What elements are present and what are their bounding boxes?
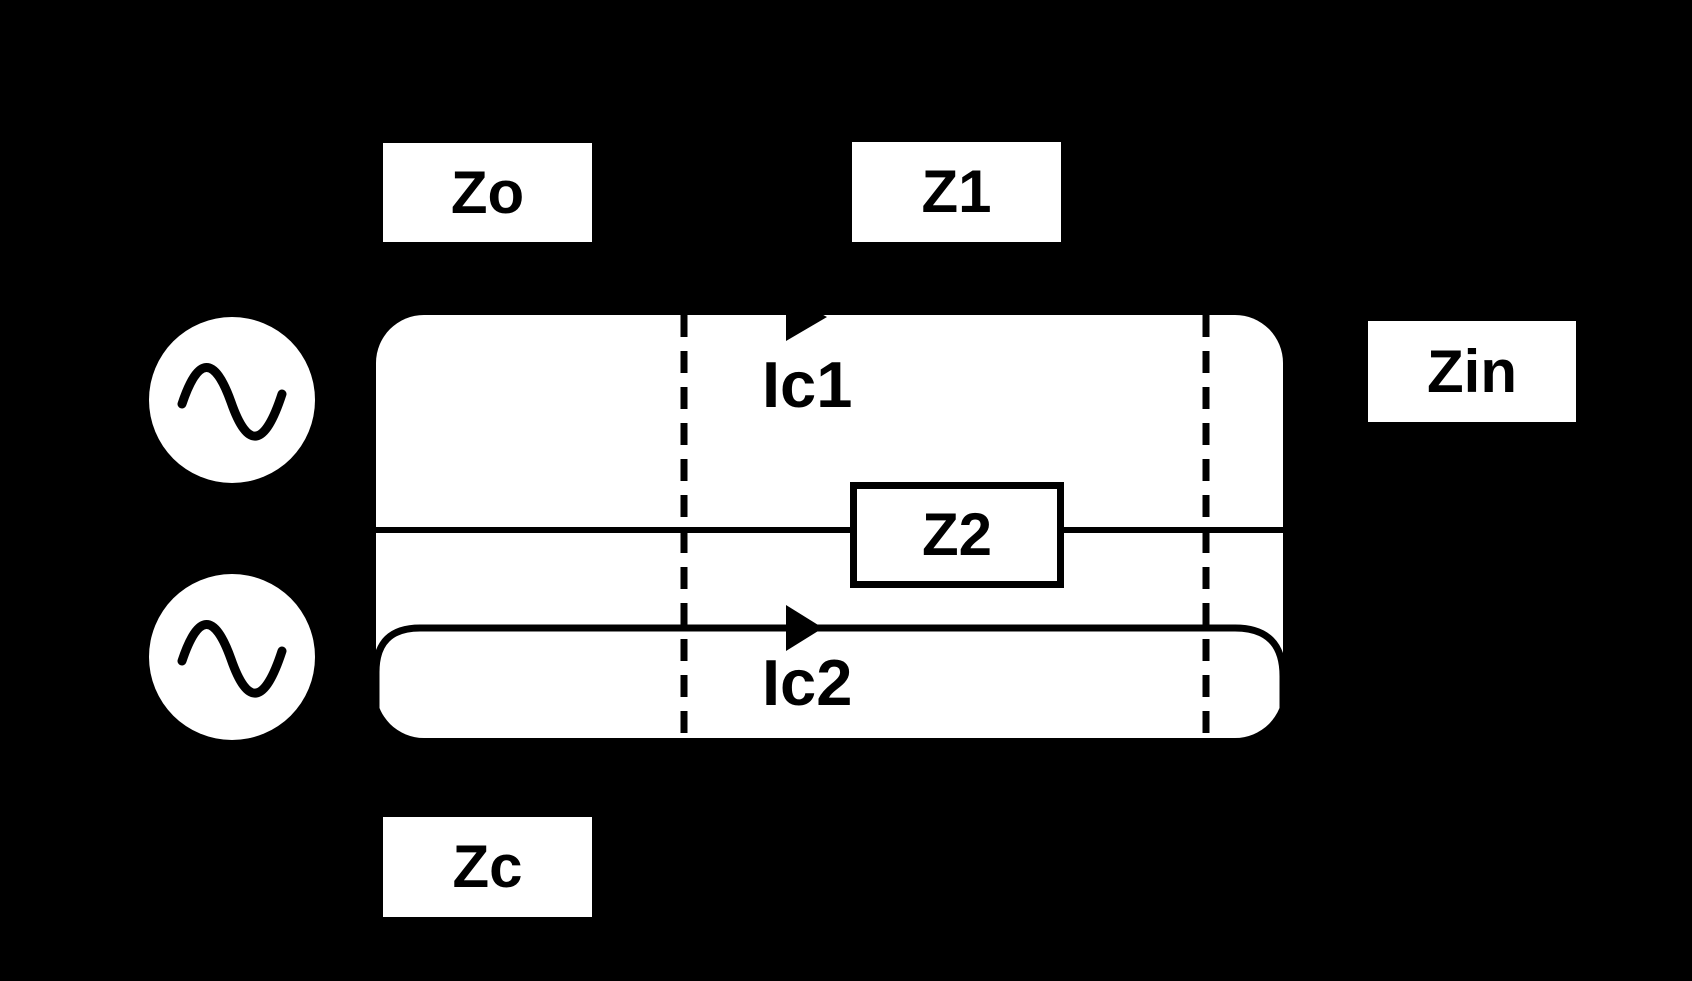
zin-label: Zin (1368, 321, 1576, 422)
ic2-current-label: Ic2 (762, 646, 853, 719)
z1-label: Z1 (852, 142, 1061, 242)
ic2-current-direction-arrow-icon (786, 605, 823, 651)
ic1-current-label: Ic1 (762, 348, 853, 421)
ac-source-icon (149, 574, 315, 740)
zo-label: Zo (383, 143, 592, 242)
conductor-body (376, 315, 1283, 738)
return-conductor-outline (372, 624, 1287, 738)
sine-wave-icon (177, 363, 287, 441)
ac-source-icon (149, 317, 315, 483)
zc-label: Zc (383, 817, 592, 917)
z2-label: Z2 (850, 482, 1064, 588)
ic1-current-direction-arrow-icon (786, 295, 827, 341)
sine-wave-icon (177, 620, 287, 698)
